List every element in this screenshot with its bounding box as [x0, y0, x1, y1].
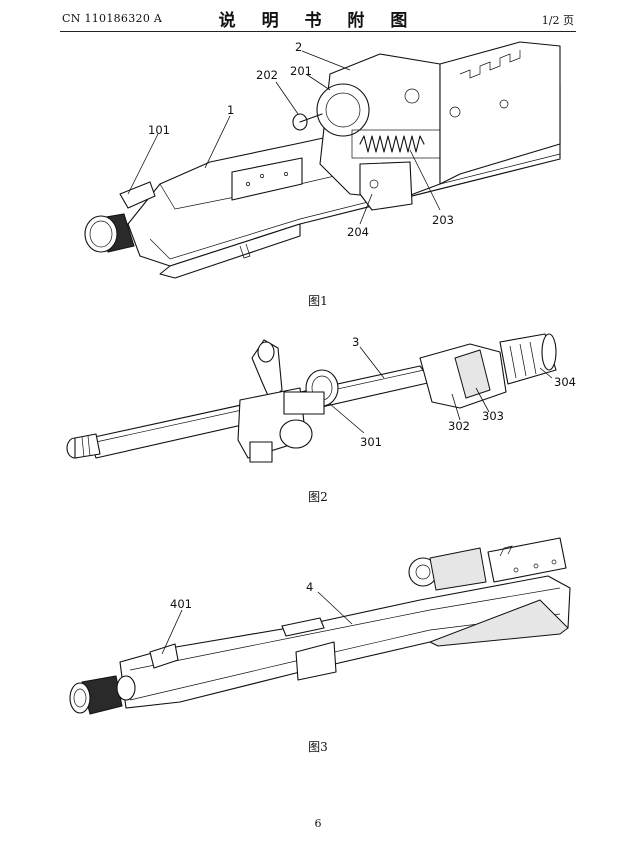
- receiver-housing: [119, 575, 571, 709]
- receiver-pin: [449, 106, 461, 118]
- gas-regulator-ring: [316, 83, 370, 137]
- brake-face: [541, 333, 557, 371]
- recoil-spring: [359, 135, 425, 153]
- gas-tube-segment: [283, 391, 325, 415]
- upper-rail-rear: [487, 537, 567, 583]
- ref-label-4: 4: [306, 580, 313, 594]
- leader-302: [451, 393, 461, 421]
- ref-label-304: 304: [554, 375, 576, 389]
- brake-port: [529, 341, 537, 375]
- muzzle-face-3: [69, 682, 91, 714]
- header-title: 说 明 书 附 图: [218, 11, 418, 31]
- ref-label-203: 203: [432, 213, 454, 227]
- lower-rail: [159, 223, 301, 279]
- figure-2-drawing: 3 301 302 303 304: [66, 333, 576, 463]
- leader-201: [305, 73, 331, 91]
- page-number: 6: [314, 817, 322, 830]
- front-block: [149, 643, 179, 669]
- ref-label-3: 3: [352, 335, 359, 349]
- page-header: CN 110186320 A 说 明 书 附 图 1/2 页: [0, 0, 636, 34]
- bracket-pin: [369, 179, 379, 189]
- leader-204: [359, 193, 373, 225]
- sight-hood: [257, 341, 275, 363]
- leader-301: [329, 403, 365, 434]
- rail-hole: [513, 567, 519, 573]
- adjuster-shaft: [299, 113, 323, 123]
- leader-1: [204, 115, 231, 169]
- thread-line: [87, 435, 91, 457]
- header-rule: [60, 31, 576, 32]
- top-cover: [281, 617, 325, 637]
- thread-line: [81, 436, 85, 458]
- leader-202: [275, 81, 299, 115]
- leader-304: [539, 367, 553, 379]
- rail-slots: [499, 545, 513, 557]
- receiver-upper-edge: [129, 587, 561, 671]
- ref-label-1: 1: [227, 103, 234, 117]
- sight-foot: [249, 441, 273, 463]
- ref-label-302: 302: [448, 419, 470, 433]
- bolt-face: [415, 564, 431, 580]
- ref-label-202: 202: [256, 68, 278, 82]
- leader-4: [317, 591, 353, 625]
- ref-label-2: 2: [295, 40, 302, 54]
- receiver-pin: [499, 99, 509, 109]
- brake-port: [509, 345, 517, 379]
- receiver-window: [295, 641, 337, 681]
- sheet-indicator: 1/2 页: [541, 14, 574, 27]
- figure-2-caption: 图2: [308, 490, 328, 504]
- plate-hole: [284, 172, 288, 176]
- ref-label-204: 204: [347, 225, 369, 239]
- leader-2: [301, 50, 351, 71]
- figure-3-drawing: 4 401: [69, 537, 571, 715]
- bolt-carrier: [429, 547, 487, 591]
- front-sight-block: [119, 181, 156, 209]
- rail-notches: [239, 243, 251, 259]
- plate-hole: [260, 174, 264, 178]
- gas-regulator-inner: [325, 92, 361, 128]
- leader-303: [475, 387, 490, 413]
- rail-hole: [551, 559, 557, 565]
- gas-cylinder-end: [279, 419, 313, 449]
- muzzle-bore: [89, 220, 113, 248]
- ref-label-303: 303: [482, 409, 504, 423]
- publication-number: CN 110186320 A: [62, 12, 163, 25]
- plate-hole: [246, 182, 250, 186]
- ref-label-201: 201: [290, 64, 312, 78]
- leader-203: [409, 149, 441, 211]
- ref-label-101: 101: [148, 123, 170, 137]
- leader-3: [359, 346, 385, 379]
- brake-port: [519, 343, 527, 377]
- top-rail-teeth: [459, 50, 521, 79]
- figure-1-drawing: 101 1 2 201 202 203 204: [84, 40, 561, 279]
- rail-hole: [533, 563, 539, 569]
- side-plate: [231, 157, 303, 201]
- leader-401: [161, 609, 183, 655]
- figure-3-caption: 图3: [308, 740, 328, 754]
- tapered-side: [429, 599, 569, 647]
- receiver-pin: [404, 88, 420, 104]
- locking-lugs: [454, 349, 491, 399]
- ref-label-401: 401: [170, 597, 192, 611]
- muzzle-collar: [116, 675, 136, 701]
- ref-label-301: 301: [360, 435, 382, 449]
- muzzle-bore-3: [73, 688, 87, 708]
- muzzle-thread: [74, 433, 101, 459]
- figure-1-caption: 图1: [308, 294, 328, 308]
- lower-bracket: [359, 161, 413, 211]
- leader-101: [127, 133, 159, 195]
